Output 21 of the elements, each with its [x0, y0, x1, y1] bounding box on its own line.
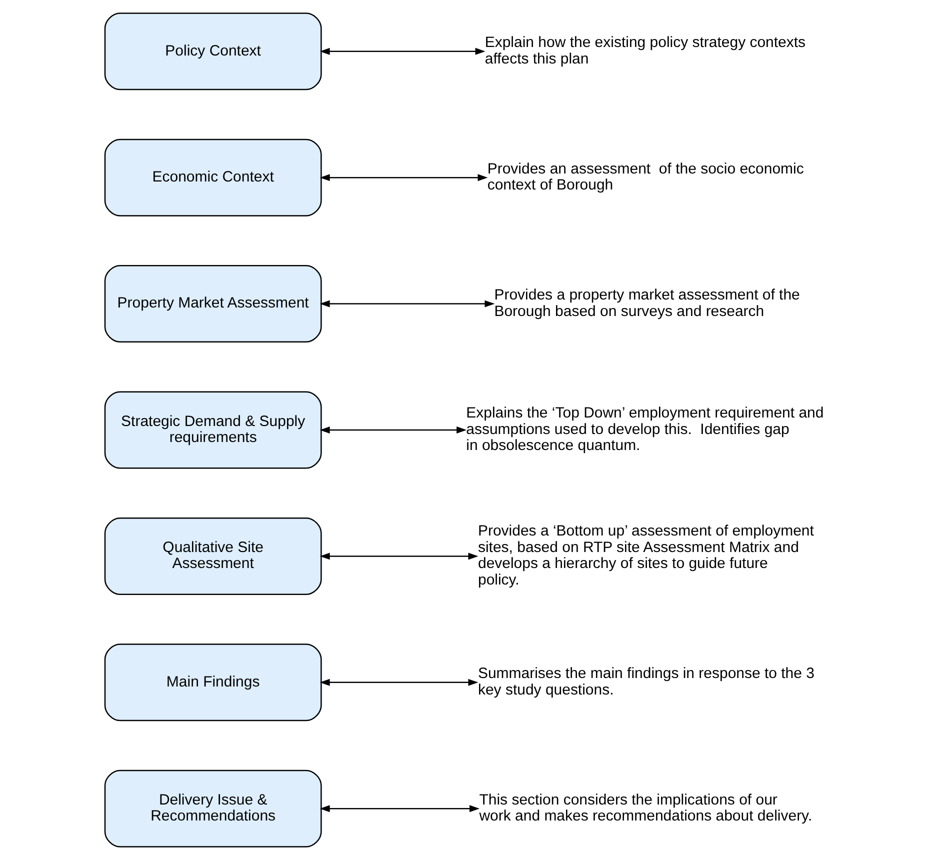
- node-box: Policy Context: [104, 12, 322, 90]
- node-box: Delivery Issue & Recommendations: [104, 770, 322, 848]
- node-text: Summarises the main findings in response to the 3 key study questions.: [477, 665, 814, 698]
- node-text: This section considers the implications of our work and makes recommendations about delivery.: [478, 791, 812, 825]
- arrow: [319, 174, 488, 182]
- node-text: Explains the ‘Top Down’ employment requirement and assumptions used to develop this. Identifies gap in obsolescence quantum.: [466, 404, 824, 454]
- node-box: Main Findings: [104, 644, 322, 722]
- arrow: [319, 48, 485, 55]
- arrow: [319, 678, 478, 686]
- node-box: Property Market Assessment: [104, 265, 322, 343]
- arrow: [319, 552, 478, 560]
- node-box: Strategic Demand & Supply requirements: [104, 391, 322, 469]
- arrow: [319, 426, 466, 434]
- arrow: [319, 805, 480, 812]
- node-text: Provides a ‘Bottom up’ assessment of employment sites, based on RTP site Assessment Matrix and develops a hierarchy of sites to guide future policy.: [477, 522, 814, 588]
- node-text: Provides an assessment of the socio economic context of Borough: [486, 160, 804, 194]
- node-box: Economic Context: [104, 138, 322, 216]
- node-box: Qualitative Site Assessment: [104, 517, 322, 595]
- node-text: Provides a property market assessment of the Borough based on surveys and research: [494, 286, 800, 320]
- arrow: [319, 300, 494, 308]
- node-text: Explain how the existing policy strategy contexts affects this plan: [484, 34, 806, 68]
